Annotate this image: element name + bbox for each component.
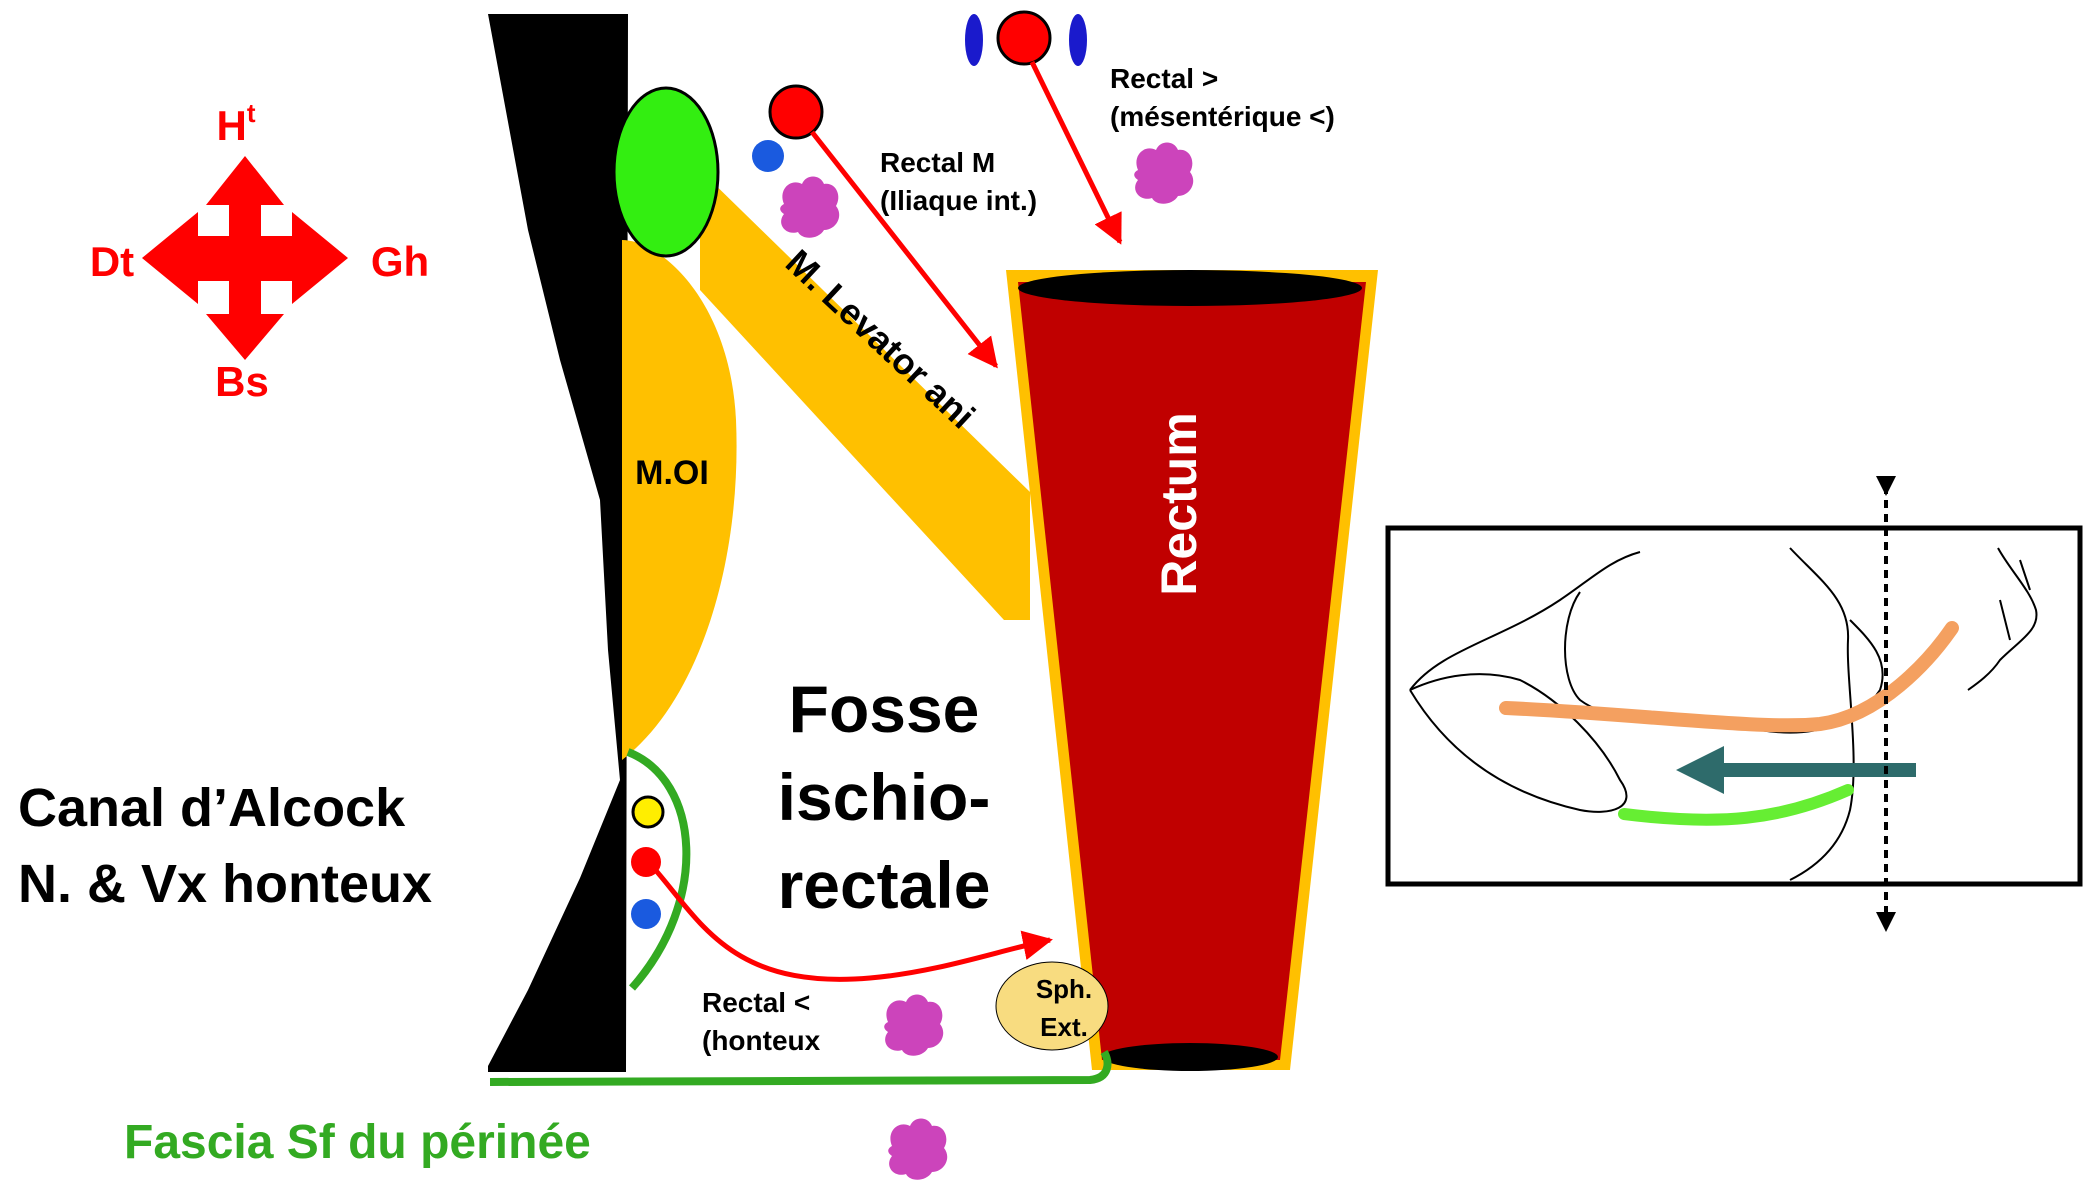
fascia-label: Fascia Sf du périnée (124, 1116, 591, 1169)
rectum-bottom-lumen (1102, 1043, 1278, 1071)
fossa-label-line3: rectale (778, 848, 991, 922)
obturator-internus-label: M.OI (635, 454, 709, 492)
obturator-oval (612, 86, 720, 258)
pelvic-bone (488, 14, 628, 1072)
alcock-canal-label-line1: Canal d’Alcock (18, 778, 406, 838)
superior-rectal-vein-right (1069, 14, 1087, 66)
obturator-internus-muscle (622, 240, 737, 760)
rectal-inf-label-line2: (honteux (702, 1025, 821, 1056)
external-sphincter (995, 961, 1109, 1051)
superficial-fascia-line (489, 1049, 1112, 1086)
rectal-sup-label-line1: Rectal > (1110, 63, 1218, 94)
superior-rectal-artery-dot (996, 10, 1052, 66)
lymph-node-superior (1134, 142, 1194, 204)
pudendal-nerve-dot (631, 795, 665, 829)
rectum-label: Rectum (1151, 412, 1207, 595)
rectum-top-lumen (1018, 270, 1362, 306)
alcock-canal-arc (626, 748, 691, 991)
compass-left-label: Dt (90, 238, 134, 285)
middle-rectal-vein-dot (752, 140, 784, 172)
levator-ani-muscle (700, 170, 1030, 620)
inset-green-curve (1618, 784, 1854, 826)
orientation-compass: Ht Dt Gh Bs (90, 98, 429, 405)
superior-rectal-artery-arrow (1029, 60, 1123, 245)
lymph-node-bottom (888, 1118, 948, 1180)
inset-orange-curve (1499, 621, 1959, 733)
sphincter-label-line1: Sph. (1036, 974, 1092, 1004)
compass-right-label: Gh (371, 238, 429, 285)
compass-arrows-icon (142, 156, 348, 360)
inset-arrow-head-icon (1676, 746, 1724, 794)
rectal-mid-label-line2: (Iliaque int.) (880, 185, 1037, 216)
fossa-label-line2: ischio- (778, 760, 991, 834)
fossa-label-line1: Fosse (789, 672, 980, 746)
rectum-body (1018, 282, 1366, 1060)
middle-rectal-artery-arrow (810, 130, 998, 369)
compass-bottom-label: Bs (215, 358, 269, 405)
superior-rectal-vein-left (965, 14, 983, 66)
rectal-sup-label-line2: (mésentérique <) (1110, 101, 1335, 132)
alcock-canal-label-line2: N. & Vx honteux (18, 854, 432, 914)
sphincter-label-line2: Ext. (1040, 1012, 1088, 1042)
inferior-rectal-artery-arrow (650, 864, 1053, 982)
lymph-node-inferior (884, 994, 944, 1056)
orientation-inset (1385, 476, 2083, 932)
middle-rectal-artery-dot (768, 84, 824, 140)
rectal-inf-label-line1: Rectal < (702, 987, 810, 1018)
lymph-node-middle (780, 176, 840, 238)
rectal-mid-label-line1: Rectal M (880, 147, 995, 178)
compass-top-label: Ht (216, 98, 255, 149)
pudendal-vein-dot (631, 899, 661, 929)
inset-frame (1385, 525, 2083, 887)
